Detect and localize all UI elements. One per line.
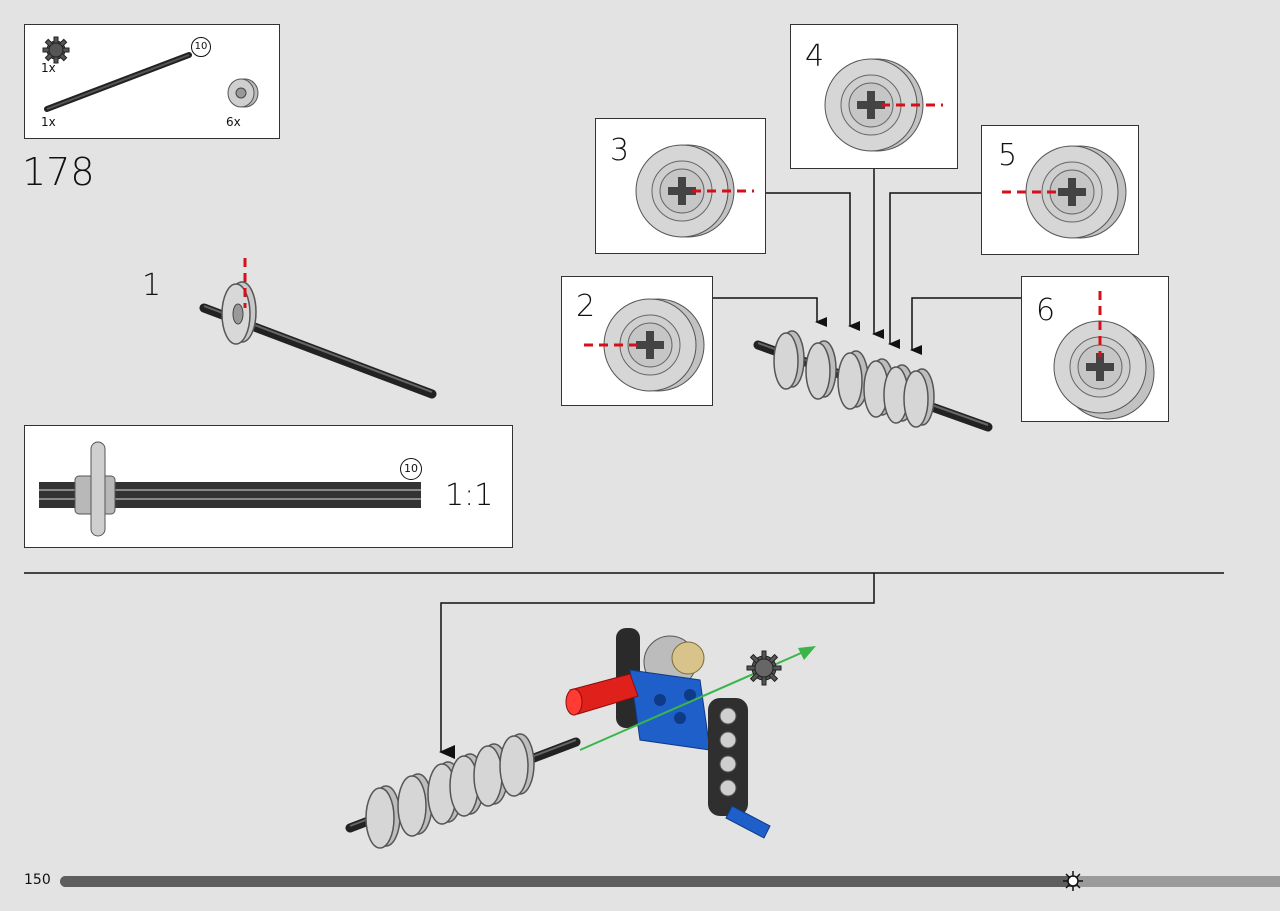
callout-box-3: 3 [595,118,766,254]
axle-length-badge: 10 [191,37,211,57]
gear-qty: 1x [41,61,56,75]
parts-list-box: 1x 1x 10 6x [24,24,280,139]
sun-icon [1062,870,1084,892]
callout-box-5: 5 [981,125,1139,255]
bush-orientation-view [584,298,705,392]
bush-orientation-view [824,58,943,152]
gear-part-icon [42,36,70,64]
axle-scale-drawing [39,441,421,537]
bush-orientation-view [1053,291,1155,420]
step-number: 178 [22,150,95,194]
bush-orientation-view [1002,145,1127,239]
callout-box-2: 2 [561,276,713,406]
axle-qty: 1x [41,115,56,129]
substep-axle-with-bush [199,258,437,399]
callout-box-4: 4 [790,24,958,169]
callout-number: 4 [805,39,825,74]
bush-part-icon [227,78,259,108]
callout-number: 5 [998,138,1018,173]
scale-length-badge: 10 [400,458,422,480]
progress-track [60,871,1280,891]
main-model-assembly [345,628,816,849]
callout-box-6: 6 [1021,276,1169,422]
bush-orientation-view [635,144,754,238]
scale-ratio: 1:1 [445,478,494,513]
page-number: 150 [24,872,51,888]
callout-number: 3 [610,133,630,168]
scale-box: 10 1:1 [24,425,513,548]
substep-label: 1 [142,268,162,303]
callout-number: 6 [1036,293,1056,328]
progress-fill [60,876,1073,887]
bush-qty: 6x [226,115,241,129]
bush-stack-assembly [753,330,993,432]
axle-part-icon [44,52,192,112]
callout-number: 2 [576,289,596,324]
